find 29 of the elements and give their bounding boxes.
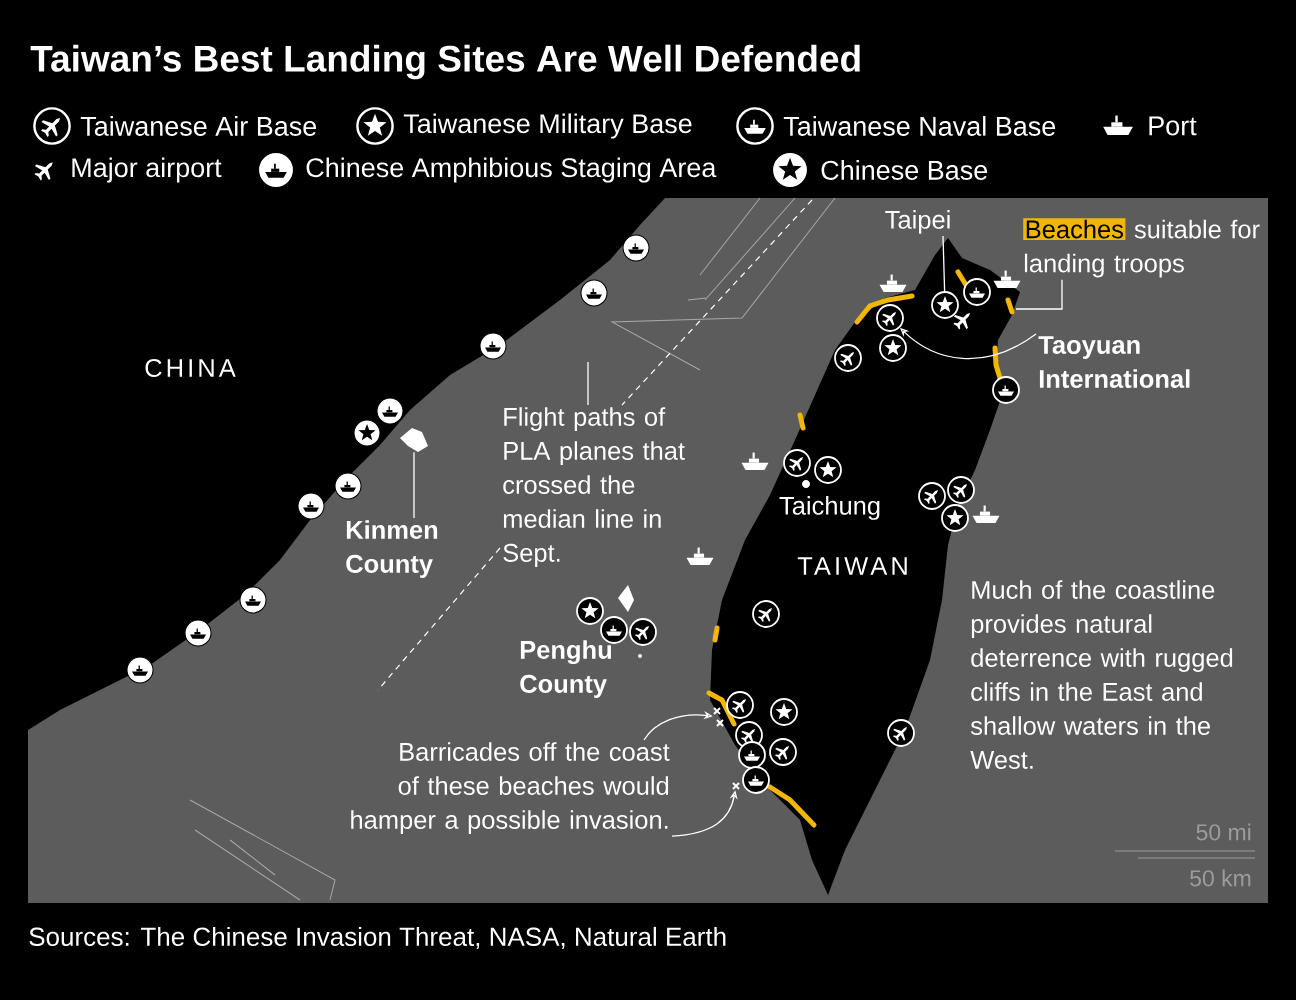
legend-label: Chinese Base [821,160,988,180]
military-base-icon [931,291,959,319]
legend-label: Taiwanese Military Base [403,113,692,139]
scale-label: 50 mi [1196,823,1251,841]
annotation-text: Flight paths of PLA planes that crossed the median line in Sept. [503,407,685,567]
island-shape [400,428,428,452]
leader-line [1015,279,1063,310]
barricade-mark [713,707,724,727]
annotation-text: Beaches suitable for landing troops [1023,218,1260,278]
country-label: CHINA [145,358,236,378]
legend-label: Major airport [72,157,222,183]
city-label: Taipei [885,210,950,234]
source-note: Sources: The Chinese Invasion Threat, NASA, Natural Earth [29,926,726,950]
country-label: TAIWAN [797,557,907,575]
annotation-text: Taoyuan International [1038,336,1190,388]
legend-label: Taiwanese Air Base [80,116,317,136]
annotation-text: Much of the coastline provides natural deterrence with rugged cliffs in the East and shallow waters in the West. [970,580,1233,769]
legend-label: Port [1149,116,1197,136]
county-label: Penghu County [520,640,612,698]
legend-label: Taiwanese Naval Base [783,116,1056,136]
county-label: Kinmen County [346,520,438,578]
city-label: Taichung [779,496,880,520]
title: Taiwan’s Best Landing Sites Are Well Defended [30,44,860,80]
leader-line [413,451,415,519]
leader-line [587,361,589,406]
legend-label: Chinese Amphibious Staging Area [306,157,717,183]
barricade-mark [732,782,740,790]
annotation-text: Barricades off the coast of these beaches would hamper a possible invasion. [351,742,670,834]
scale-label: 50 km [1190,869,1251,887]
